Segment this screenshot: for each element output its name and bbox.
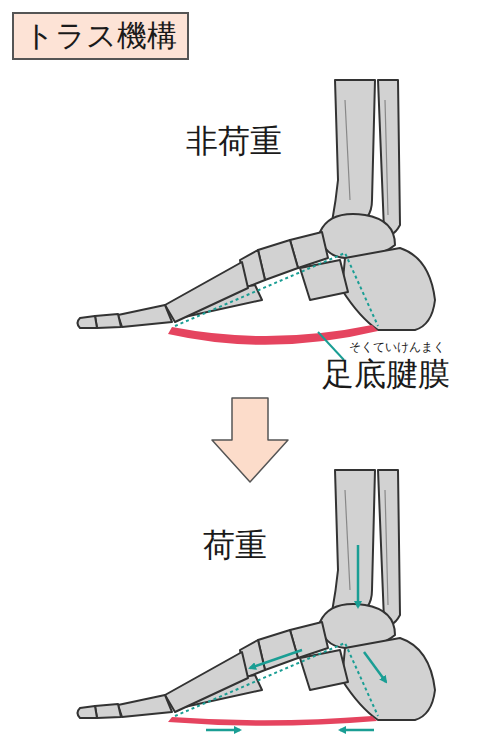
state-label: 非荷重 [186,124,282,159]
state-label: 荷重 [203,528,267,563]
title: トラス機構 [24,18,177,53]
part-label: 足底腱膜 [322,357,450,392]
title-box: トラス機構 [12,12,189,60]
ruby-reading: そくていけんまく [349,341,445,354]
